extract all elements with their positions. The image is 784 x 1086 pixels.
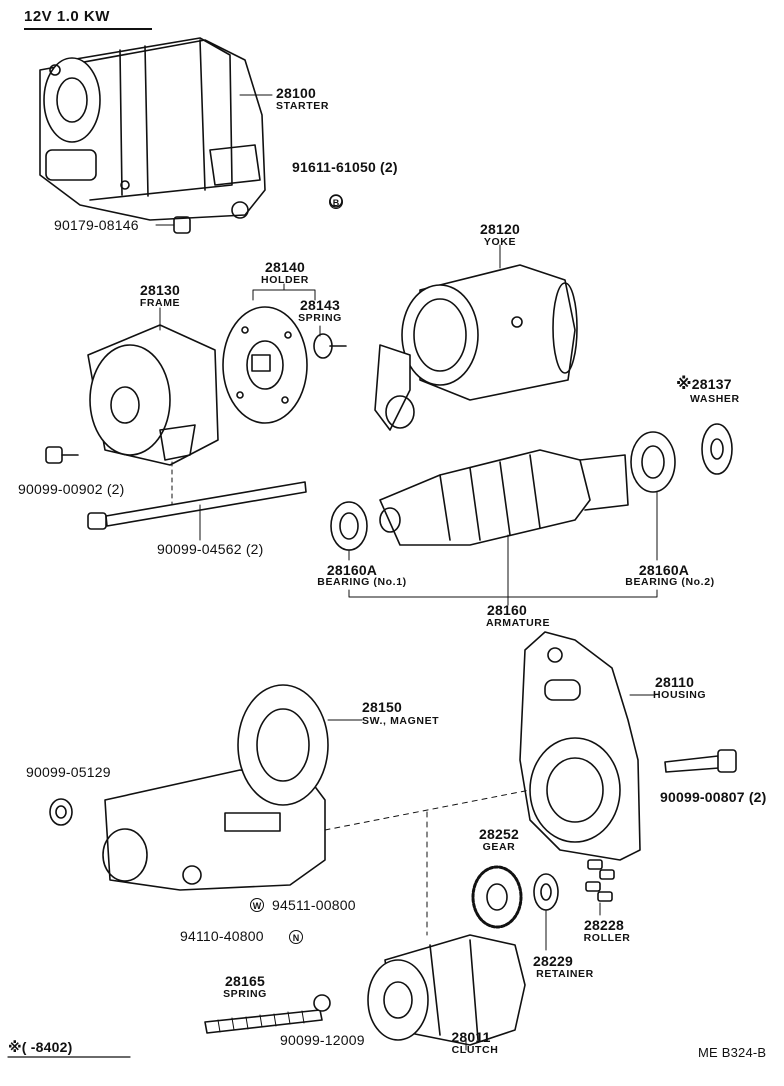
- armature-drawing: [379, 449, 629, 606]
- part-number-90099-12009: 90099-12009: [280, 1032, 365, 1048]
- part-name-gear: GEAR: [482, 841, 516, 853]
- header-underline: [24, 28, 152, 30]
- part-number-28130: 28130: [140, 282, 180, 298]
- starter-assembly-drawing: [39, 37, 273, 221]
- mark-n: N: [289, 929, 303, 945]
- gear-drawing: [471, 865, 523, 929]
- part-name-bearing-no2: BEARING (No.2): [625, 576, 715, 588]
- part-number-28160a-no1: 28160A: [326, 562, 378, 578]
- footer-note: ※( -8402): [8, 1039, 73, 1055]
- part-number-28120: 28120: [480, 221, 520, 237]
- part-name-armature: ARMATURE: [485, 617, 551, 629]
- nut-top-drawing: [155, 216, 191, 234]
- mark-w: W: [250, 897, 264, 913]
- part-number-28011: 28011: [451, 1029, 491, 1045]
- part-number-28137: ※28137: [676, 377, 732, 393]
- part-number-90099-04562: 90099-04562 (2): [157, 541, 264, 557]
- roller-drawing: [585, 859, 615, 916]
- frame-screw-drawing: [45, 446, 79, 464]
- header-spec: 12V 1.0 KW: [24, 8, 110, 25]
- part-name-washer: WASHER: [690, 393, 740, 405]
- part-name-spring-clutch: SPRING: [223, 988, 267, 1000]
- part-name-frame: FRAME: [139, 297, 181, 309]
- mark-b: B: [329, 194, 343, 210]
- brush-holder-drawing: [222, 283, 316, 424]
- n-circle-icon: N: [289, 929, 303, 944]
- part-name-retainer: RETAINER: [536, 968, 594, 980]
- part-number-28229: 28229: [533, 953, 573, 969]
- part-name-switch: SW., MAGNET: [362, 715, 440, 727]
- ball-drawing: [313, 994, 331, 1012]
- part-number-28150: 28150: [362, 699, 402, 715]
- dashed-centerline: [324, 789, 531, 831]
- part-name-spring-brush: SPRING: [298, 312, 342, 324]
- part-name-holder: HOLDER: [261, 274, 309, 286]
- part-number-90099-00902: 90099-00902 (2): [18, 481, 125, 497]
- part-number-28160: 28160: [487, 602, 527, 618]
- switch-nut-drawing: [49, 798, 73, 826]
- part-number-28228: 28228: [584, 917, 624, 933]
- clutch-drawing: [367, 934, 526, 1051]
- housing-drawing: [519, 631, 656, 861]
- bearing-no1-drawing: [330, 501, 368, 561]
- part-number-94511: 94511-00800: [272, 897, 356, 913]
- part-number-28100: 28100: [276, 85, 316, 101]
- retainer-drawing: [533, 873, 559, 951]
- part-name-yoke: YOKE: [483, 236, 517, 248]
- clutch-spring-drawing: [204, 1009, 323, 1034]
- part-number-90099-00807: 90099-00807 (2): [660, 789, 767, 805]
- part-number-28252: 28252: [479, 826, 519, 842]
- housing-bolt-drawing: [664, 749, 737, 773]
- part-number-90099-05129: 90099-05129: [26, 764, 111, 780]
- part-number-94110: 94110-40800: [180, 928, 264, 944]
- part-number-28140: 28140: [265, 259, 305, 275]
- washer-drawing: [701, 423, 733, 475]
- part-number-91611: 91611-61050 (2): [292, 159, 398, 175]
- bearing-no2-drawing: [630, 431, 676, 561]
- part-number-28110: 28110: [655, 674, 695, 690]
- magnet-switch-drawing: [102, 684, 363, 891]
- part-name-housing: HOUSING: [653, 689, 707, 701]
- thru-bolt-drawing: [87, 461, 307, 541]
- drawing-reference: ME B324-B: [698, 1045, 767, 1060]
- armature-bracket-line: [348, 589, 658, 598]
- part-number-90179: 90179-08146: [54, 217, 139, 233]
- part-number-28165: 28165: [225, 973, 265, 989]
- part-number-28160a-no2: 28160A: [638, 562, 690, 578]
- part-name-roller: ROLLER: [583, 932, 631, 944]
- yoke-drawing: [374, 244, 578, 431]
- b-circle-icon: B: [329, 194, 343, 209]
- washer-number: 28137: [691, 376, 732, 392]
- w-circle-icon: W: [250, 897, 264, 912]
- part-number-28143: 28143: [300, 297, 340, 313]
- part-name-bearing-no1: BEARING (No.1): [317, 576, 407, 588]
- asterisk-mark: ※: [676, 376, 692, 393]
- brush-spring-drawing: [313, 325, 347, 359]
- frame-drawing: [87, 307, 219, 466]
- part-name-starter: STARTER: [276, 100, 330, 112]
- part-name-clutch: CLUTCH: [451, 1044, 499, 1056]
